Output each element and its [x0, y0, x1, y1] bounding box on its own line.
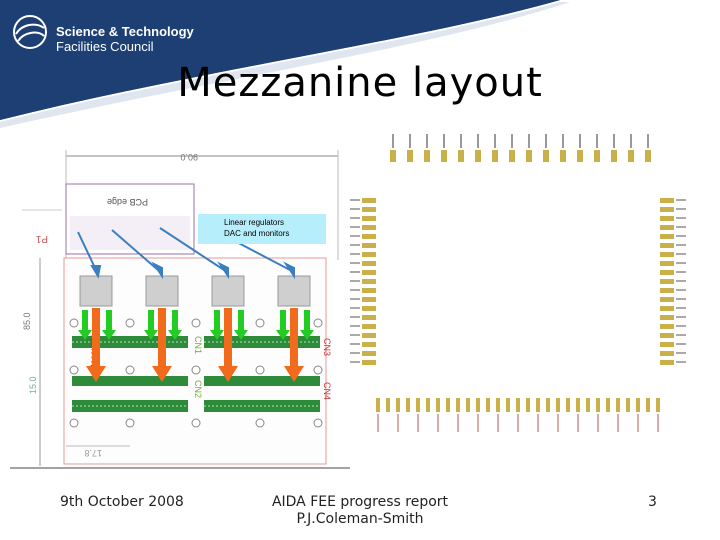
stfc-logo-icon: [13, 15, 47, 49]
cn1-label: CN1: [193, 336, 203, 354]
footer-line-2: P.J.Coleman-Smith: [296, 511, 424, 527]
slide-title: Mezzanine layout: [177, 60, 543, 106]
regulator-chips: [79, 275, 311, 307]
callout-line-1: Linear regulators: [224, 218, 285, 227]
callout-line-2: DAC and monitors: [224, 229, 290, 238]
cn3-label: CN3: [322, 338, 332, 356]
pinout-left-ticks: [350, 199, 360, 363]
pinout-right-ticks: [676, 199, 686, 363]
header-banner: [0, 0, 720, 128]
pcb-edge-label: PCB edge: [107, 197, 148, 207]
cn4-label: CN4: [322, 382, 332, 400]
footer-date: 9th October 2008: [60, 494, 184, 510]
regulators-callout: Linear regulators DAC and monitors: [198, 214, 326, 244]
dim-height-label: 85.0: [22, 312, 32, 330]
org-line-1: Science & Technology: [56, 24, 194, 39]
pinout-bottom-row: [376, 398, 660, 412]
dim-width-label: 90.0: [180, 152, 198, 162]
organisation-name: Science & Technology Facilities Council: [56, 24, 194, 54]
pinout-top-row: [390, 150, 651, 162]
green-arrows: [78, 310, 314, 340]
pinout-bottom-ticks: [377, 414, 659, 432]
mounting-holes: [69, 318, 323, 428]
orange-arrows: [86, 308, 304, 382]
ref-p1-label: P1: [35, 233, 48, 244]
pinout-right-column: [660, 198, 674, 365]
org-line-2: Facilities Council: [56, 39, 154, 54]
page-number: 3: [648, 494, 657, 510]
footer-report: AIDA FEE progress report P.J.Coleman-Smi…: [240, 494, 480, 528]
pinout-left-column: [362, 198, 376, 365]
dim-small-label: 15.0: [28, 376, 38, 394]
cn2-label: CN2: [193, 380, 203, 398]
footer-line-1: AIDA FEE progress report: [271, 494, 449, 510]
dim-bottom-label: 17.8: [84, 448, 102, 458]
pinout-top-ticks: [392, 134, 649, 148]
